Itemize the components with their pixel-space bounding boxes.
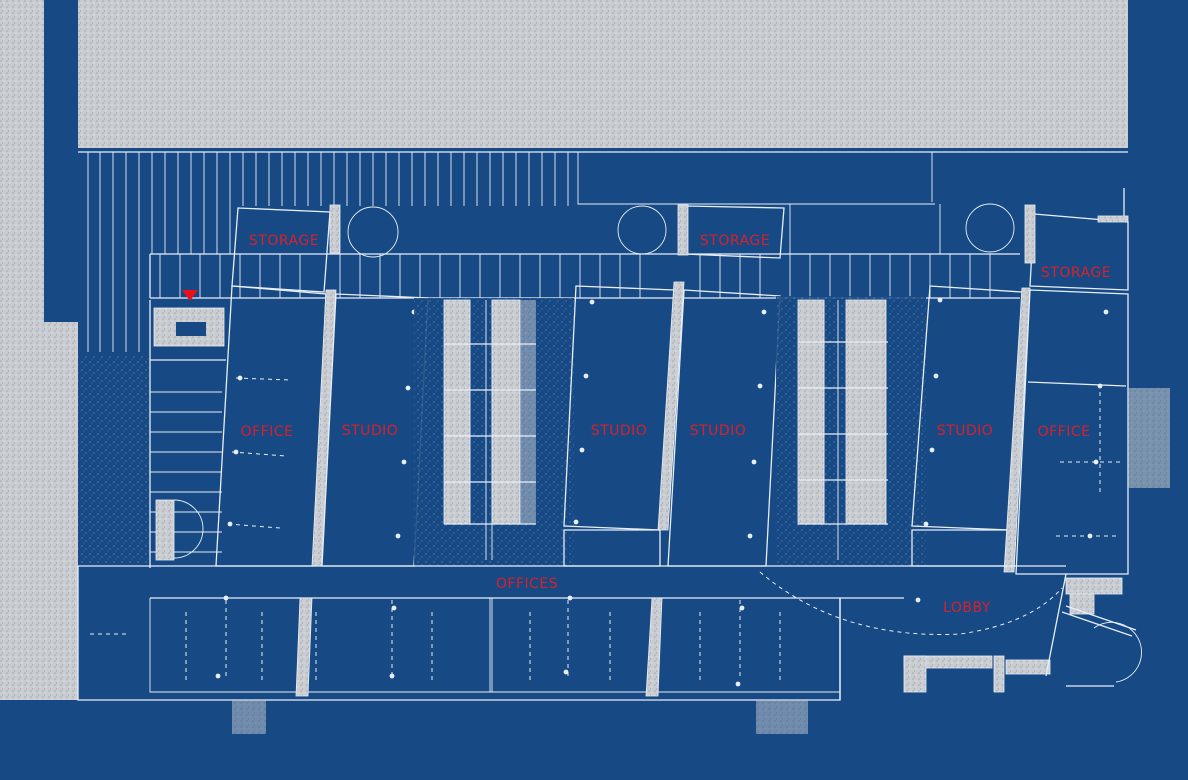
label-storage-left: STORAGE <box>249 233 319 249</box>
label-office-left: OFFICE <box>241 424 294 440</box>
label-storage-right: STORAGE <box>1041 265 1111 281</box>
offices-strip <box>77 565 1066 734</box>
storage-rooms <box>231 188 1129 293</box>
label-studio-2: STUDIO <box>591 423 648 439</box>
label-studio-3: STUDIO <box>690 423 747 439</box>
label-studio-1: STUDIO <box>342 423 399 439</box>
label-studio-4: STUDIO <box>937 423 994 439</box>
entry-triangle-icon <box>182 290 198 301</box>
label-offices: OFFICES <box>496 576 558 592</box>
label-office-right: OFFICE <box>1038 424 1091 440</box>
walkway-band <box>149 203 1020 299</box>
lobby <box>759 571 1142 700</box>
stair-area <box>78 300 226 568</box>
site-ground <box>0 0 1128 700</box>
parking-stripes <box>78 151 1128 352</box>
studio-block <box>215 281 1170 575</box>
label-lobby: LOBBY <box>943 600 991 616</box>
label-storage-center: STORAGE <box>700 233 770 249</box>
